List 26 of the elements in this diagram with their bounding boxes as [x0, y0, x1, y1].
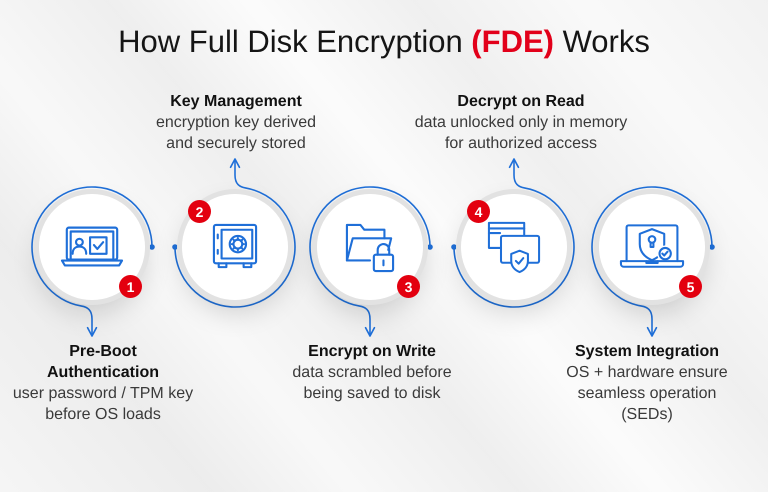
step-description: data scrambled before being saved to disk — [291, 363, 453, 404]
step-title: Pre-Boot Authentication — [46, 342, 160, 383]
step-title: System Integration — [574, 342, 720, 362]
curved-arrow — [172, 158, 296, 308]
step-number: 2 — [188, 200, 211, 223]
step-circle — [461, 194, 567, 300]
step-description: OS + hardware ensure seamless operation (SEDs) — [565, 363, 729, 425]
step-number: 3 — [397, 275, 420, 298]
step-circle — [317, 194, 423, 300]
step-description: user password / TPM key before OS loads — [12, 384, 194, 425]
step-description: data unlocked only in memory for authorized access — [414, 113, 628, 154]
step-title: Decrypt on Read — [457, 92, 585, 112]
step-title: Encrypt on Write — [308, 342, 436, 362]
step-description: encryption key derived and securely stored — [154, 113, 318, 154]
step-number: 1 — [119, 275, 142, 298]
title: How Full Disk Encryption (FDE) Works — [118, 23, 650, 61]
step-number: 5 — [679, 275, 702, 298]
step-title: Key Management — [170, 92, 302, 112]
step-number: 4 — [467, 200, 490, 223]
step-circle — [39, 194, 145, 300]
curved-arrow — [451, 158, 575, 308]
curved-arrow — [309, 186, 433, 337]
step-circle — [182, 194, 288, 300]
step-circle — [599, 194, 705, 300]
curved-arrow — [591, 186, 715, 337]
curved-arrow — [31, 186, 155, 337]
